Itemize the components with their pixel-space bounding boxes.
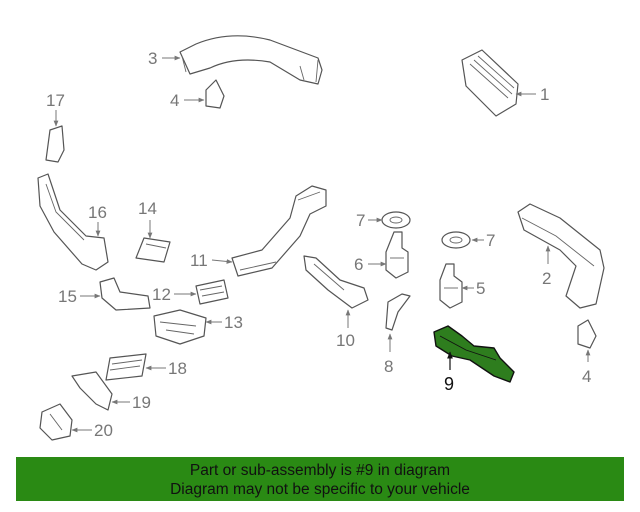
callout-3: 3 (148, 49, 181, 68)
callout-1-label: 1 (540, 85, 549, 104)
part-15-duct[interactable] (99, 277, 151, 311)
part-10-bracket[interactable] (303, 255, 369, 309)
callout-13: 13 (205, 313, 243, 332)
part-12-outlet[interactable] (195, 279, 229, 305)
callout-13-label: 13 (224, 313, 243, 332)
callout-15: 15 (58, 287, 101, 306)
part-13-assembly[interactable] (153, 309, 207, 345)
callout-4-upper-label: 4 (170, 91, 179, 110)
callout-14-label: 14 (138, 199, 157, 218)
callout-1: 1 (515, 85, 549, 104)
banner-line-2: Diagram may not be specific to your vehi… (170, 481, 470, 498)
callout-8: 8 (384, 333, 393, 376)
callout-17: 17 (46, 91, 65, 127)
callout-7-lower-label: 7 (486, 231, 495, 250)
banner-line-1: Part or sub-assembly is #9 in diagram (189, 462, 451, 479)
callout-10-label: 10 (336, 331, 355, 350)
callout-8-label: 8 (384, 357, 393, 376)
callout-11: 11 (190, 251, 233, 270)
callout-14: 14 (138, 199, 157, 239)
callout-2-label: 2 (542, 269, 551, 288)
callout-18-label: 18 (168, 359, 187, 378)
part-6-actuator[interactable] (385, 231, 409, 279)
callout-6: 6 (354, 255, 387, 274)
callout-20-label: 20 (94, 421, 113, 440)
part-4-clip-lower[interactable] (577, 319, 597, 349)
callout-11-label: 11 (190, 251, 208, 270)
callout-7-lower: 7 (471, 231, 495, 250)
callout-4-lower: 4 (582, 349, 591, 386)
part-1-vent[interactable] (461, 49, 519, 117)
callout-7-upper: 7 (356, 211, 383, 230)
callout-16-label: 16 (88, 203, 107, 222)
part-16-side-duct[interactable] (37, 173, 109, 271)
callout-17-label: 17 (46, 91, 65, 110)
part-4-clip-upper[interactable] (205, 79, 225, 109)
callout-12: 12 (152, 285, 197, 304)
callout-19-label: 19 (132, 393, 151, 412)
part-7-clamp-lower[interactable] (441, 231, 471, 249)
callout-19: 19 (111, 393, 151, 412)
callout-4-lower-label: 4 (582, 367, 591, 386)
callout-9: 9 (444, 351, 454, 394)
callout-15-label: 15 (58, 287, 77, 306)
part-3-duct[interactable] (179, 35, 323, 85)
part-8-strip[interactable] (385, 293, 411, 331)
callout-12-label: 12 (152, 285, 171, 304)
callout-16: 16 (88, 203, 107, 237)
part-7-clamp-upper[interactable] (381, 211, 411, 229)
part-5-actuator[interactable] (439, 263, 463, 309)
part-18-pad[interactable] (105, 353, 147, 381)
callout-7-upper-label: 7 (356, 211, 365, 230)
part-19-connector[interactable] (71, 371, 113, 411)
callout-20: 20 (71, 421, 113, 440)
part-14-pad[interactable] (135, 237, 171, 263)
callout-18: 18 (145, 359, 187, 378)
callout-6-label: 6 (354, 255, 363, 274)
part-20-boot[interactable] (39, 403, 73, 441)
callout-3-label: 3 (148, 49, 157, 68)
info-banner: Part or sub-assembly is #9 in diagram Di… (16, 457, 624, 501)
callout-2: 2 (542, 245, 551, 288)
part-2-duct[interactable] (517, 203, 605, 309)
callout-10: 10 (336, 309, 355, 350)
part-17-bracket[interactable] (45, 125, 65, 163)
part-11-center-duct[interactable] (231, 185, 327, 277)
callout-5-label: 5 (476, 279, 485, 298)
parts-diagram: 3 4 1 17 16 14 (37, 35, 605, 441)
callout-9-label: 9 (444, 374, 454, 394)
callout-5: 5 (461, 279, 485, 298)
callout-4-upper: 4 (170, 91, 205, 110)
